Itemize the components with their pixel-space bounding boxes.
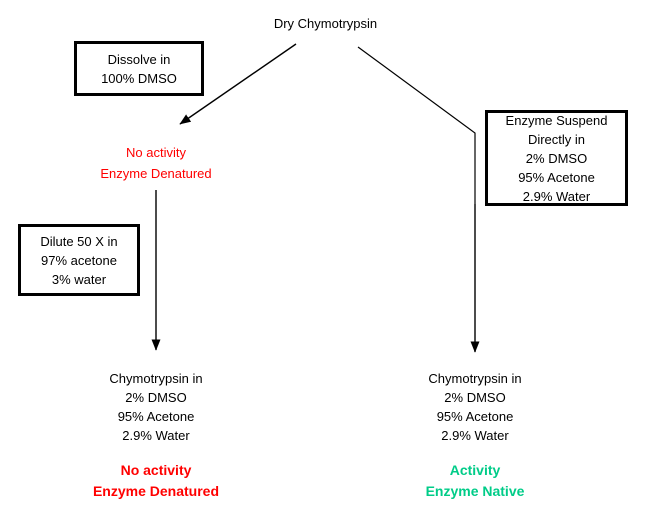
label-left-intermediate-line-2: Enzyme Denatured [100, 166, 212, 181]
edge-top-to-left [179, 43, 297, 125]
box-dilute-50x-line-3: 3% water [51, 271, 107, 287]
label-right-outcome-line-2: 2% DMSO [444, 390, 506, 405]
result-right-line-1: Activity [449, 462, 501, 478]
box-dissolve-dmso[interactable]: Dissolve in 100% DMSO [74, 41, 204, 96]
box-dilute-50x[interactable]: Dilute 50 X in 97% acetone 3% water [18, 224, 140, 296]
label-right-outcome-line-1: Chymotrypsin in [428, 371, 522, 386]
box-dissolve-dmso-line-2: 100% DMSO [101, 70, 177, 86]
result-left-line-1: No activity [120, 462, 192, 478]
label-left-outcome-line-1: Chymotrypsin in [109, 371, 203, 386]
box-enzyme-suspend-line-1: Enzyme Suspend [505, 112, 608, 128]
label-right-outcome-line-3: 95% Acetone [436, 409, 514, 424]
label-left-outcome-composition: Chymotrypsin in 2% DMSO 95% Acetone 2.9%… [62, 369, 250, 445]
label-left-outcome-line-3: 95% Acetone [117, 409, 195, 424]
label-left-intermediate-line-1: No activity [126, 145, 186, 160]
box-enzyme-suspend-line-3: 2% DMSO [525, 150, 588, 166]
box-dilute-50x-line-2: 97% acetone [41, 252, 117, 268]
node-dry-chymotrypsin: Dry Chymotrypsin [0, 14, 651, 33]
result-right-line-2: Enzyme Native [425, 483, 525, 499]
result-left-denatured: No activity Enzyme Denatured [62, 460, 250, 502]
box-dissolve-dmso-line-1: Dissolve in [107, 51, 171, 67]
label-right-outcome-composition: Chymotrypsin in 2% DMSO 95% Acetone 2.9%… [381, 369, 569, 445]
label-left-outcome-line-2: 2% DMSO [125, 390, 187, 405]
edge-top-to-right [357, 46, 476, 204]
box-enzyme-suspend-line-4: 95% Acetone [518, 169, 595, 185]
label-right-outcome-line-4: 2.9% Water [441, 428, 509, 443]
box-enzyme-suspend-line-5: 2.9% Water [522, 188, 591, 204]
label-left-outcome-line-4: 2.9% Water [122, 428, 190, 443]
box-enzyme-suspend[interactable]: Enzyme Suspend Directly in 2% DMSO 95% A… [485, 110, 628, 206]
result-left-line-2: Enzyme Denatured [92, 483, 220, 499]
result-right-native: Activity Enzyme Native [381, 460, 569, 502]
label-left-intermediate: No activity Enzyme Denatured [60, 142, 252, 184]
box-enzyme-suspend-line-2: Directly in [527, 131, 586, 147]
box-dilute-50x-line-1: Dilute 50 X in [40, 233, 118, 249]
node-dry-chymotrypsin-label: Dry Chymotrypsin [273, 16, 378, 31]
